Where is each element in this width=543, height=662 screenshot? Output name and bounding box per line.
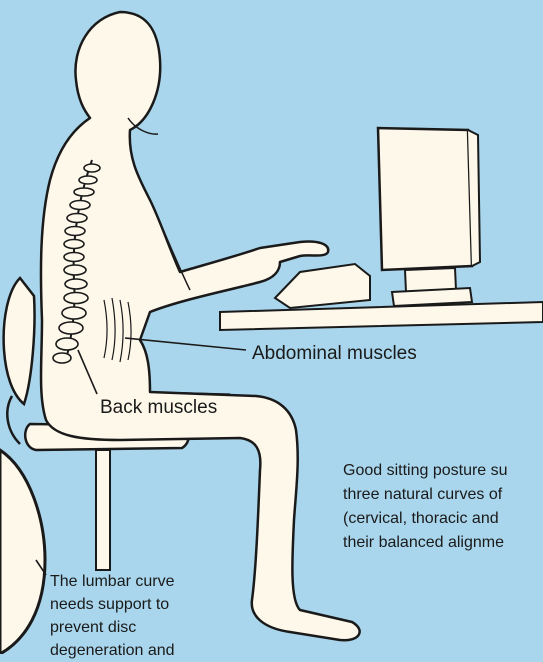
caption-line: The lumbar curve <box>50 570 175 593</box>
abdominal-muscles-label: Abdominal muscles <box>252 343 417 365</box>
caption-line: degeneration and <box>50 639 175 662</box>
lumbar-curve-caption: The lumbar curve needs support to preven… <box>50 570 175 662</box>
good-sitting-posture-caption: Good sitting posture su three natural cu… <box>343 459 508 555</box>
caption-line: prevent disc <box>50 616 175 639</box>
caption-line: Good sitting posture su <box>343 459 508 483</box>
back-muscles-label: Back muscles <box>100 397 217 419</box>
desk <box>220 302 543 330</box>
caption-line: three natural curves of <box>343 483 508 507</box>
caption-line: (cervical, thoracic and <box>343 507 508 531</box>
caption-line: needs support to <box>50 593 175 616</box>
caption-line: their balanced alignme <box>343 531 508 555</box>
lumbar-inset-circle <box>0 450 45 654</box>
keyboard <box>275 264 370 308</box>
computer-monitor <box>378 128 480 306</box>
